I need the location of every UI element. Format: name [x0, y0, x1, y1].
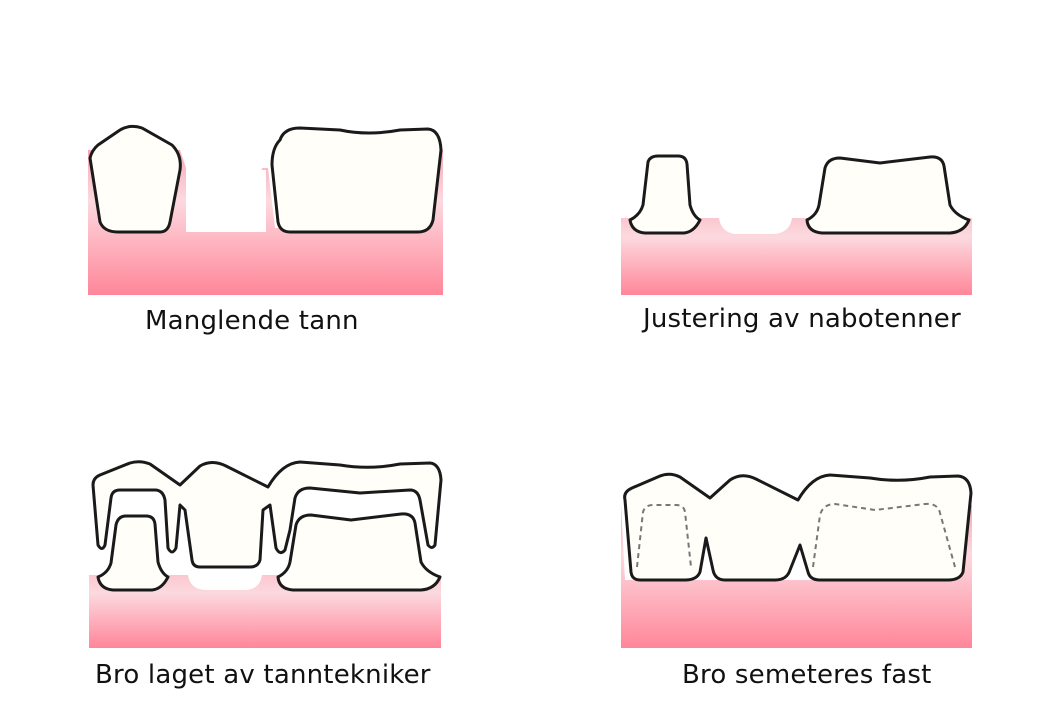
tooth-left — [88, 124, 182, 234]
tooth-left-prepared — [628, 154, 702, 235]
gum — [621, 218, 972, 295]
caption-adjusting-neighbors: Justering av nabotenner — [643, 304, 961, 334]
panel-missing-tooth: Manglende tann — [0, 0, 531, 354]
bridge-made-illustration — [89, 460, 443, 648]
prepared-tooth-right — [276, 512, 442, 592]
caption-bridge-cemented: Bro semeteres fast — [682, 660, 932, 690]
missing-tooth-illustration — [88, 124, 443, 295]
cemented-bridge — [623, 472, 973, 582]
gum — [621, 505, 972, 648]
hidden-abutment-left — [636, 504, 692, 568]
prepared-tooth-left — [96, 514, 170, 592]
tooth-right-prepared — [805, 155, 971, 235]
caption-bridge-made: Bro laget av tanntekniker — [95, 660, 431, 690]
adjusting-neighbors-illustration — [621, 154, 972, 295]
bridge — [91, 460, 443, 569]
gum — [89, 575, 441, 648]
tooth-right — [270, 126, 443, 234]
panel-adjusting-neighbors: Justering av nabotenner — [0, 0, 1063, 354]
panel-bridge-made: Bro laget av tanntekniker — [0, 0, 531, 709]
hidden-abutment-right — [812, 502, 956, 568]
caption-missing-tooth: Manglende tann — [145, 306, 359, 336]
